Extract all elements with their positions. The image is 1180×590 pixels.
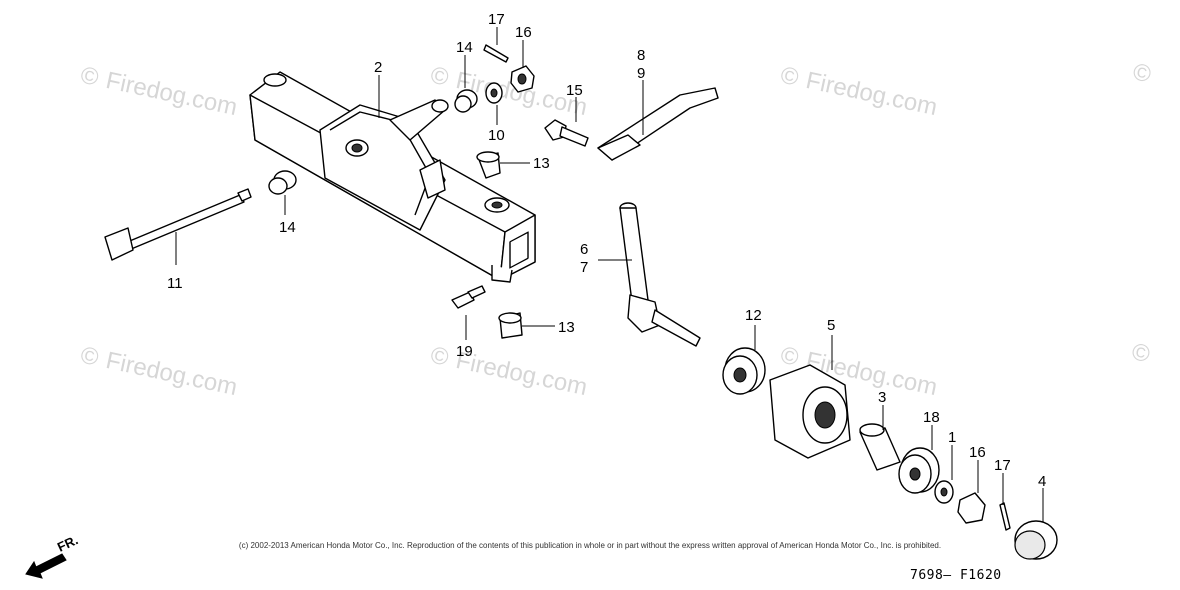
outer-bearing-part — [898, 447, 940, 494]
callout-10: 10 — [488, 127, 505, 144]
callout-13: 13 — [558, 319, 575, 336]
svg-text:Firedog.com: Firedog.com — [804, 67, 940, 121]
cotter-pin-part — [483, 44, 509, 63]
watermark-layer: ©Firedog.com ©Firedog.com ©Firedog.com ©… — [78, 58, 1154, 401]
callout-2: 2 — [374, 59, 382, 76]
svg-text:Firedog.com: Firedog.com — [104, 67, 240, 121]
hub-cap-part — [1014, 520, 1058, 560]
copyright-notice: (c) 2002-2013 American Honda Motor Co., … — [238, 541, 942, 550]
hub-castle-nut-part — [957, 492, 986, 524]
spindle-part — [619, 202, 701, 347]
diagram-number: 7698— F1620 — [910, 568, 1002, 583]
bearing-part — [722, 347, 766, 395]
washer-part — [485, 82, 503, 104]
grease-fitting-part — [451, 285, 486, 309]
svg-text:©: © — [428, 342, 451, 372]
callout-17: 17 — [488, 11, 505, 28]
callout-12: 12 — [745, 307, 762, 324]
pivot-bolt-part — [104, 188, 252, 261]
callout-15: 15 — [566, 82, 583, 99]
callout-4: 4 — [1038, 473, 1046, 490]
callout-11: 11 — [167, 275, 183, 292]
thrust-washer-part — [934, 480, 954, 504]
callout-16: 16 — [515, 24, 532, 41]
callout-7: 7 — [580, 259, 588, 276]
callout-19: 19 — [456, 343, 473, 360]
wheel-hub-part — [769, 364, 851, 459]
svg-text:©: © — [1129, 338, 1152, 368]
bushing-part — [476, 151, 523, 339]
callout-16: 16 — [969, 444, 986, 461]
callout-3: 3 — [878, 389, 886, 406]
callout-labels: 2 17 16 14 10 13 15 8 9 14 11 6 7 19 13 … — [167, 11, 1046, 490]
svg-text:©: © — [78, 342, 101, 372]
front-arrow-icon: FR. — [25, 532, 80, 579]
callout-13: 13 — [533, 155, 550, 172]
svg-text:©: © — [778, 62, 801, 92]
callout-14: 14 — [456, 39, 473, 56]
castle-nut-part — [510, 65, 535, 93]
svg-text:©: © — [1130, 58, 1153, 88]
callout-5: 5 — [827, 317, 835, 334]
svg-text:©: © — [78, 62, 101, 92]
callout-6: 6 — [580, 241, 588, 258]
callout-14: 14 — [279, 219, 296, 236]
front-direction-indicator: FR. — [20, 532, 110, 582]
callout-8: 8 — [637, 47, 645, 64]
front-axle-beam-part — [249, 71, 536, 283]
leader-lines — [175, 27, 1044, 522]
svg-text:©: © — [778, 342, 801, 372]
tie-rod-part — [597, 87, 719, 161]
svg-text:Firedog.com: Firedog.com — [104, 347, 240, 401]
callout-9: 9 — [637, 65, 645, 82]
svg-text:Firedog.com: Firedog.com — [454, 347, 590, 401]
hub-cotter-pin-part — [999, 502, 1011, 531]
hex-bolt-part — [544, 119, 589, 147]
callout-18: 18 — [923, 409, 940, 426]
spacer-part — [859, 423, 901, 471]
collar-part — [268, 89, 478, 195]
callout-17: 17 — [994, 457, 1011, 474]
callout-1: 1 — [948, 429, 956, 446]
svg-text:©: © — [428, 62, 451, 92]
